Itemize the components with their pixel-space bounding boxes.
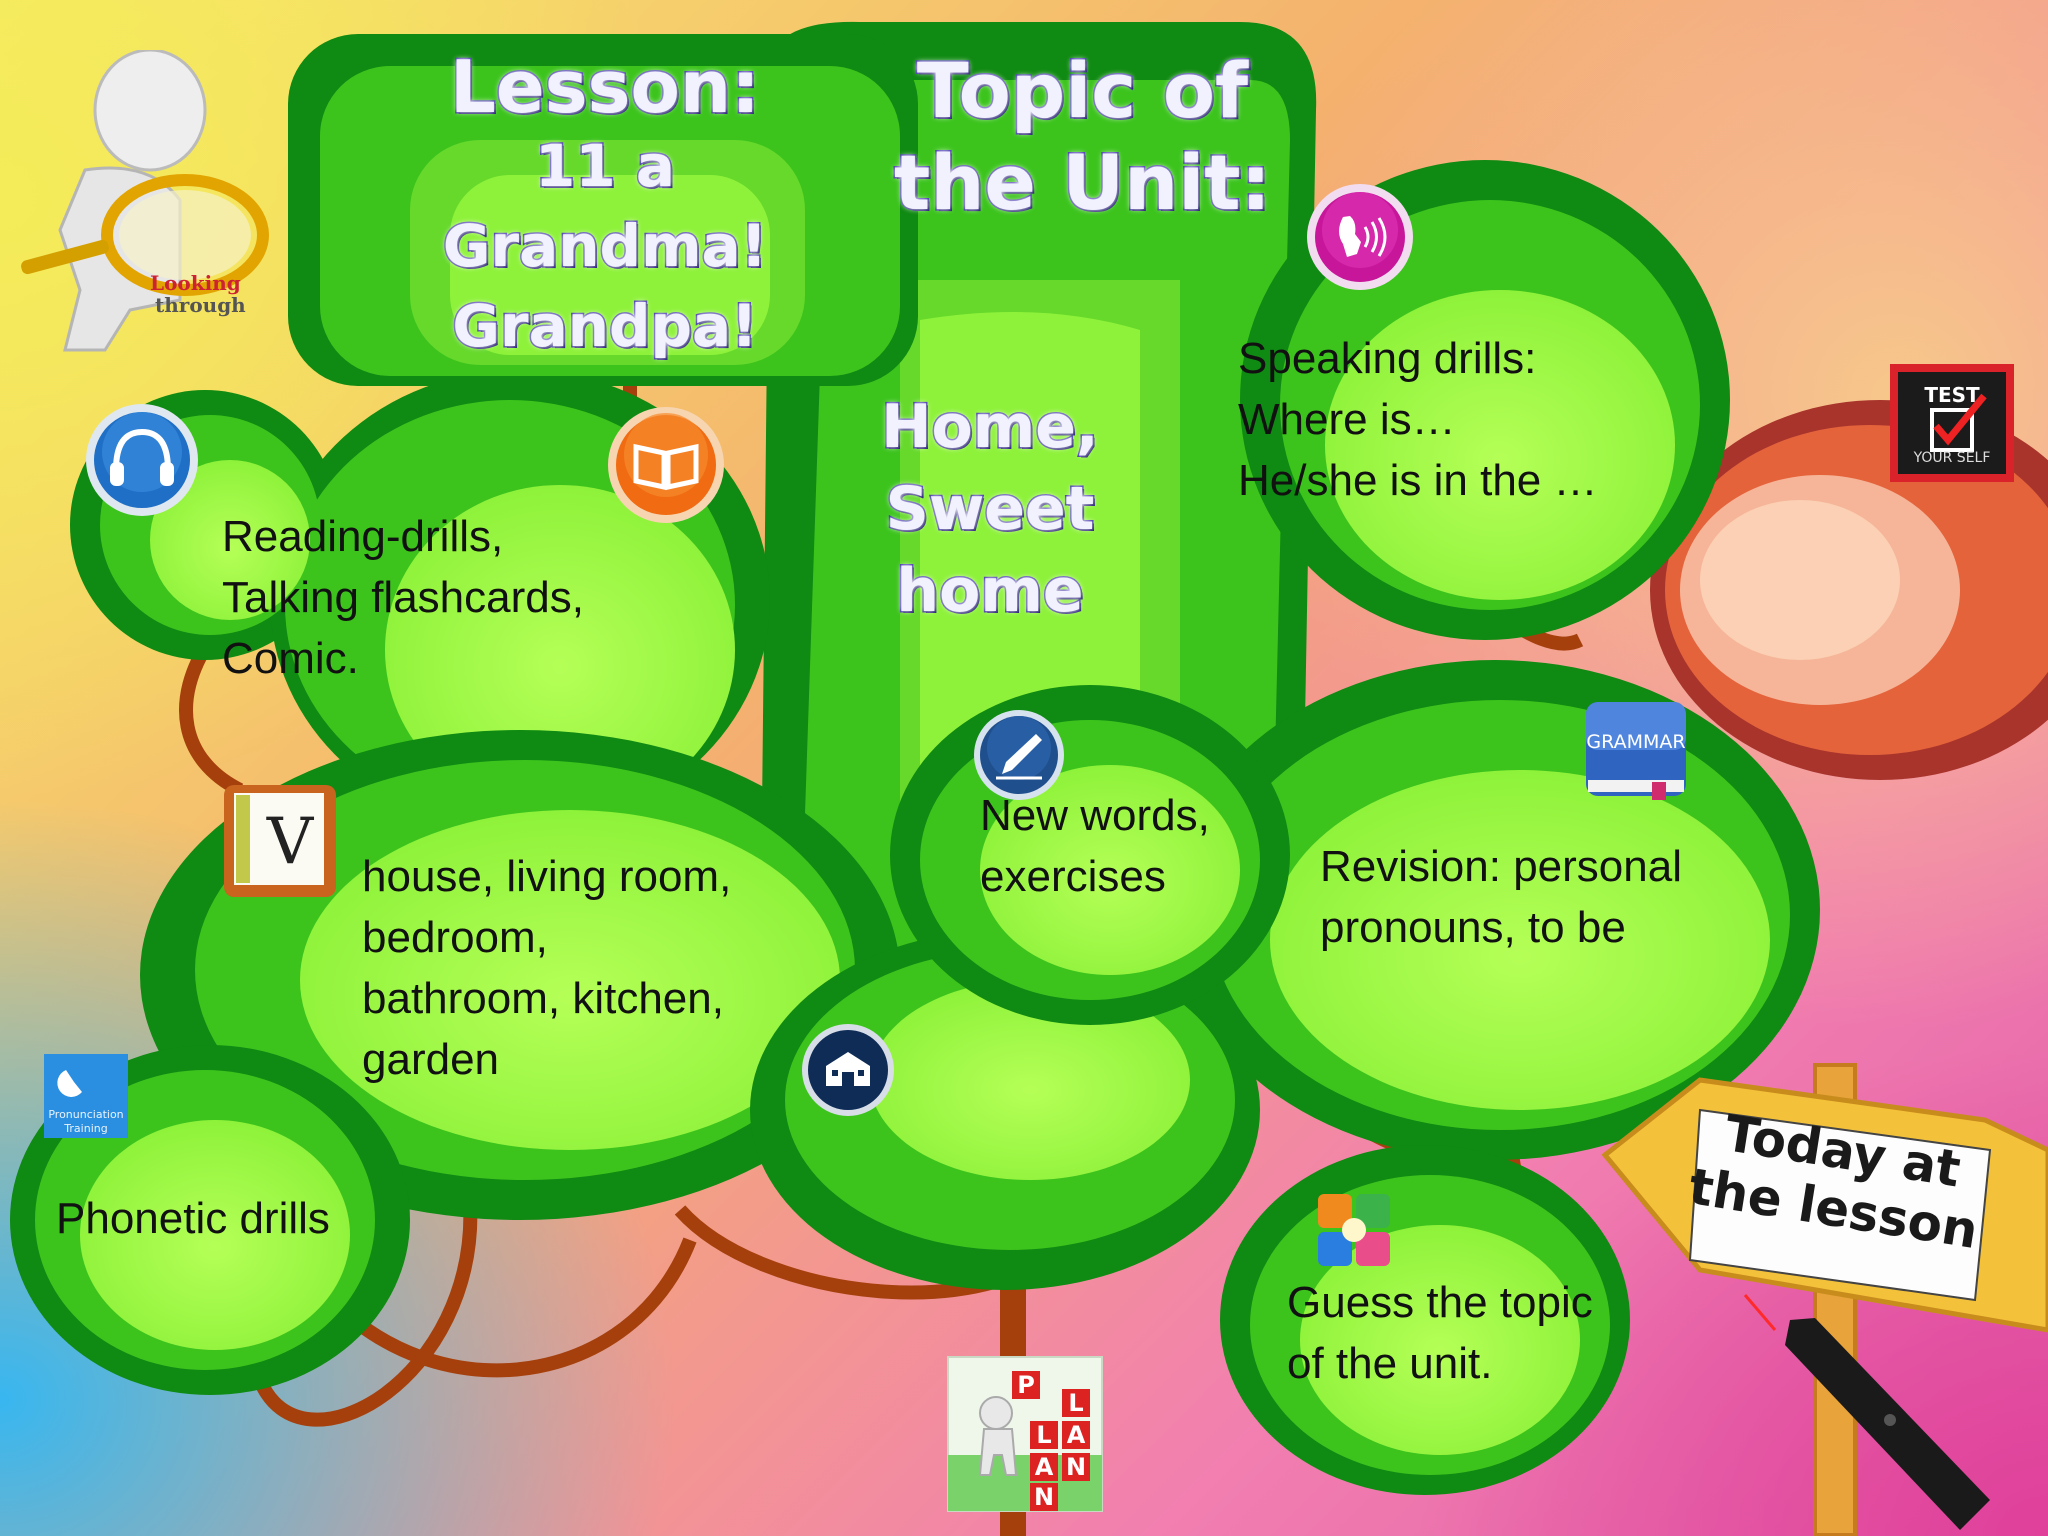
magnifier-figure-icon: Looking through [21,50,269,352]
logo-text-2: through [155,293,246,317]
plan-letter-l: L [1068,1389,1083,1417]
pronunciation-icon[interactable]: Pronunciation Training [42,1052,132,1140]
plan-figure-icon[interactable]: P L A N L A N [946,1355,1104,1513]
grammar-book-icon[interactable]: GRAMMAR [1582,698,1690,804]
pen-icon[interactable] [972,708,1066,802]
laser-pointer-icon [1743,1294,1990,1530]
headphones-icon[interactable] [84,402,200,518]
plan-letter-a: A [1067,1421,1086,1449]
plan-letter-a2: A [1035,1453,1054,1481]
lesson-title: 11 a Grandma! Grandpa! [441,131,768,362]
sign-post [1601,1063,2048,1536]
plan-letter-l2: L [1036,1421,1051,1449]
your-self-text: YOUR SELF [1913,450,1991,466]
test-yourself-text: TEST [1924,383,1980,407]
school-icon[interactable] [800,1022,896,1118]
reading-text: Reading-drills, Talking flashcards, Comi… [222,512,584,683]
plan-letter-n: N [1066,1453,1086,1481]
pronunciation-text-2: Training [63,1122,107,1135]
logo-text-1: Looking [150,271,241,295]
unit-title: Home, Sweet home [880,391,1100,628]
test-yourself-icon[interactable]: TEST YOUR SELF [1888,362,2016,484]
phonetic-text: Phonetic drills [56,1194,330,1243]
revision-bubble [1170,660,1820,1160]
unit-heading: Topic of the Unit: [892,45,1272,229]
speaking-text: Speaking drills: Where is… He/she is in … [1238,334,1598,505]
speaking-icon[interactable] [1305,182,1415,292]
lesson-heading: Lesson: [449,44,762,131]
side-bubble-orange [1650,400,2048,780]
book-icon[interactable] [606,405,726,525]
guess-puzzle-icon[interactable] [1316,1192,1392,1268]
grammar-text: GRAMMAR [1586,731,1685,753]
vocabulary-letter: V [266,805,315,879]
guess-text: Guess the topic of the unit. [1287,1278,1593,1388]
revision-text: Revision: personal pronouns, to be [1320,842,1682,952]
new-words-text: New words, exercises [980,791,1210,901]
plan-letter-n2: N [1034,1483,1054,1511]
lesson-box [288,34,918,386]
pronunciation-text-1: Pronunciation [48,1108,123,1121]
vocabulary-text: house, living room, bedroom, bathroom, k… [362,852,732,1084]
vocabulary-icon[interactable]: V [222,783,338,899]
plan-letter-p: P [1017,1371,1035,1399]
